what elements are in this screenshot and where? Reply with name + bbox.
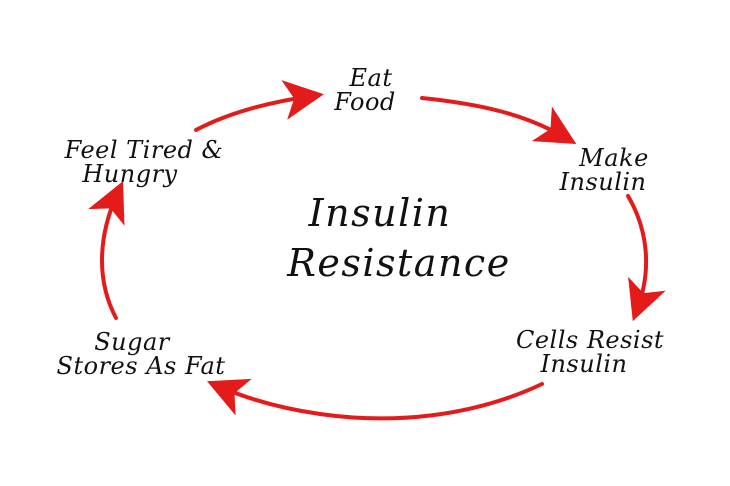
arrow-eat-food-to-make-insulin (420, 96, 577, 145)
node-eat-food-line-2: Food (334, 88, 396, 116)
arrow-sugar-stores-as-fat-to-feel-tired-hungry (88, 181, 125, 320)
node-cells-resist-insulin-line-1: Cells Resist (515, 326, 665, 354)
center-title-line-2: Resistance (287, 241, 511, 285)
node-eat-food-line-1: Eat (349, 64, 393, 92)
arrow-feel-tired-hungry-to-eat-food (194, 80, 324, 132)
node-feel-tired-hungry: Feel Tired & Hungry (24, 138, 264, 186)
arrow-cells-resist-insulin-to-sugar-stores-as-fat (207, 378, 544, 421)
node-sugar-stores-as-fat: Sugar Stores As Fat (16, 330, 266, 378)
node-cells-resist-insulin-line-2: Insulin (540, 350, 628, 378)
node-feel-tired-hungry-line-1: Feel Tired & (64, 136, 224, 164)
center-title-line-1: Insulin (308, 191, 452, 235)
node-sugar-stores-as-fat-line-1: Sugar (94, 328, 170, 356)
node-make-insulin-line-2: Insulin (559, 168, 647, 196)
node-sugar-stores-as-fat-line-2: Stores As Fat (56, 352, 226, 380)
node-make-insulin-line-1: Make (579, 144, 649, 172)
center-title: Insulin Resistance (232, 188, 552, 288)
node-feel-tired-hungry-line-2: Hungry (82, 160, 178, 188)
arrow-make-insulin-to-cells-resist-insulin (626, 194, 666, 322)
node-make-insulin: Make Insulin (518, 146, 688, 194)
node-eat-food: Eat Food (300, 66, 430, 114)
node-cells-resist-insulin: Cells Resist Insulin (480, 328, 700, 376)
